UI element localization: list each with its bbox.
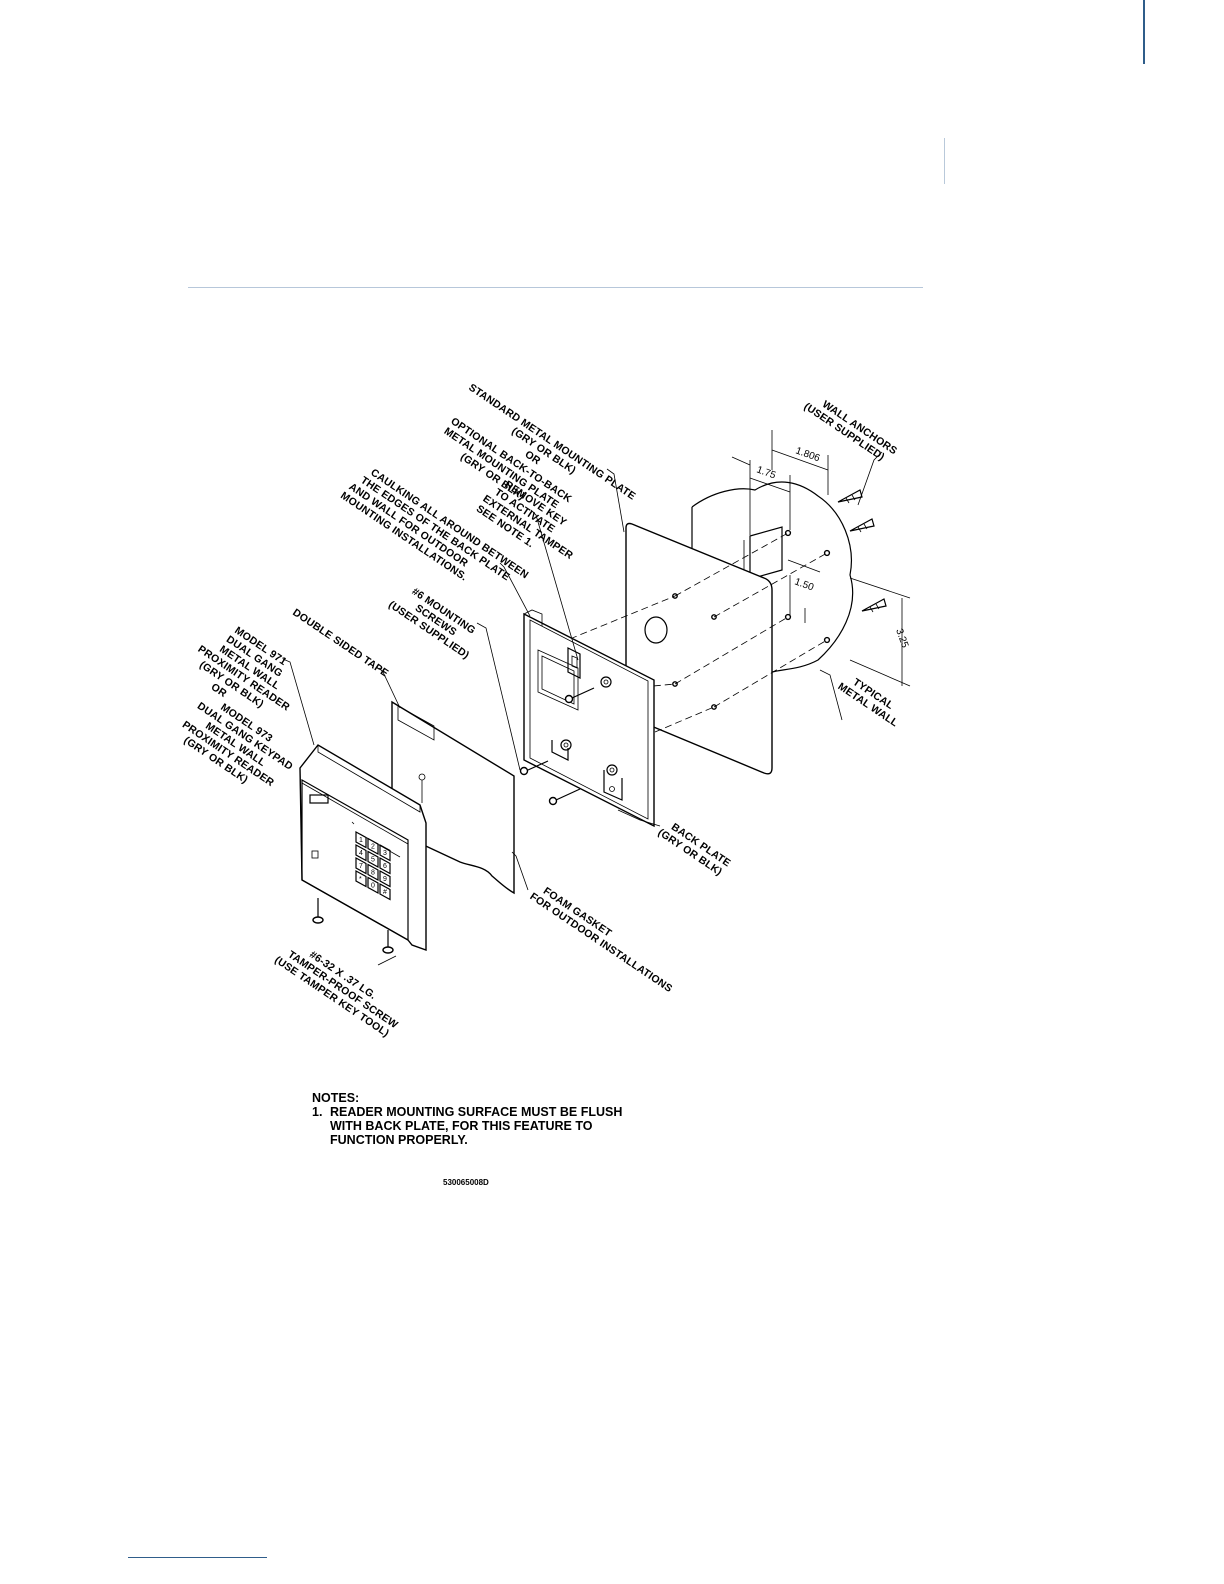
label-double-sided-tape: DOUBLE SIDED TAPE — [290, 607, 390, 680]
callout-typical-wall: TYPICAL METAL WALL — [836, 676, 901, 730]
notes-section: NOTES: 1. READER MOUNTING SURFACE MUST B… — [312, 1091, 672, 1147]
foam-gasket — [391, 700, 515, 895]
notes-title: NOTES: — [312, 1091, 360, 1105]
keypad-key-label: 2 — [371, 844, 375, 851]
note-line-1: READER MOUNTING SURFACE MUST BE FLUSH — [330, 1105, 623, 1119]
header-rule — [188, 287, 923, 288]
note-line-3: FUNCTION PROPERLY. — [330, 1133, 468, 1147]
keypad-key — [367, 863, 379, 882]
label-caulking-2: THE EDGES OF THE BACK PLATE — [358, 474, 512, 583]
callout-back-plate: BACK PLATE (GRY OR BLK) — [656, 821, 733, 878]
callout-double-sided-tape: DOUBLE SIDED TAPE — [290, 607, 390, 680]
wall-anchors — [837, 489, 887, 613]
dimension-175: 1.75 — [755, 464, 777, 481]
keypad-key-label: 0 — [371, 883, 375, 890]
note-line-2: WITH BACK PLATE, FOR THIS FEATURE TO — [330, 1119, 593, 1133]
keypad-key — [379, 856, 391, 875]
label-foam-gasket-2: FOR OUTDOOR INSTALLATIONS — [528, 890, 675, 995]
leader-lines — [282, 451, 883, 966]
keypad-key — [367, 850, 379, 869]
keypad-key-label: 3 — [383, 850, 387, 857]
keypad-key — [367, 876, 379, 895]
note-text: READER MOUNTING SURFACE MUST BE FLUSH WI… — [330, 1105, 672, 1147]
keypad-key — [379, 882, 391, 901]
dimension-150: 1.50 — [793, 576, 815, 593]
back-plate — [523, 609, 655, 828]
callout-mounting-screws: #6 MOUNTING SCREWS (USER SUPPLIED) — [386, 585, 477, 661]
keypad-key-label: 8 — [371, 870, 375, 877]
dimension-1806: 1.806 — [794, 445, 822, 464]
page-edge-line — [1143, 0, 1145, 64]
keypad-grid: 1 2 3 4 5 6 7 8 9 * 0 # — [355, 830, 391, 901]
keypad-key — [355, 843, 367, 862]
keypad-reader-unit: 1 2 3 4 5 6 7 8 9 * 0 # — [299, 744, 427, 951]
label-tamper-screw-2: TAMPER-PROOF SCREW — [286, 948, 400, 1031]
keypad-key-label: 6 — [383, 863, 387, 870]
callout-foam-gasket: FOAM GASKET FOR OUTDOOR INSTALLATIONS — [528, 885, 675, 995]
keypad-key — [367, 837, 379, 856]
keypad-key — [379, 869, 391, 888]
keypad-key — [355, 856, 367, 875]
keypad-key-label: 5 — [371, 857, 375, 864]
keypad-key-label: * — [359, 876, 362, 883]
keypad-key — [379, 843, 391, 862]
keypad-key-label: # — [383, 889, 387, 896]
keypad-key-label: 7 — [359, 863, 363, 870]
side-tick-line — [944, 138, 945, 184]
dimension-325: 3.25 — [893, 627, 910, 649]
keypad-key-label: 1 — [359, 837, 363, 844]
note-item-1: 1. READER MOUNTING SURFACE MUST BE FLUSH… — [312, 1105, 672, 1147]
keypad-key-label: 4 — [359, 850, 363, 857]
keypad-key — [355, 830, 367, 849]
footer-rule — [128, 1557, 267, 1558]
tamper-proof-screws — [312, 898, 394, 954]
keypad-key — [355, 869, 367, 888]
drawing-number: 530065008D — [443, 1178, 489, 1187]
mounting-screws — [519, 687, 595, 806]
note-number: 1. — [312, 1105, 323, 1119]
keypad-key-label: 9 — [383, 876, 387, 883]
dimension-lines — [731, 430, 911, 687]
